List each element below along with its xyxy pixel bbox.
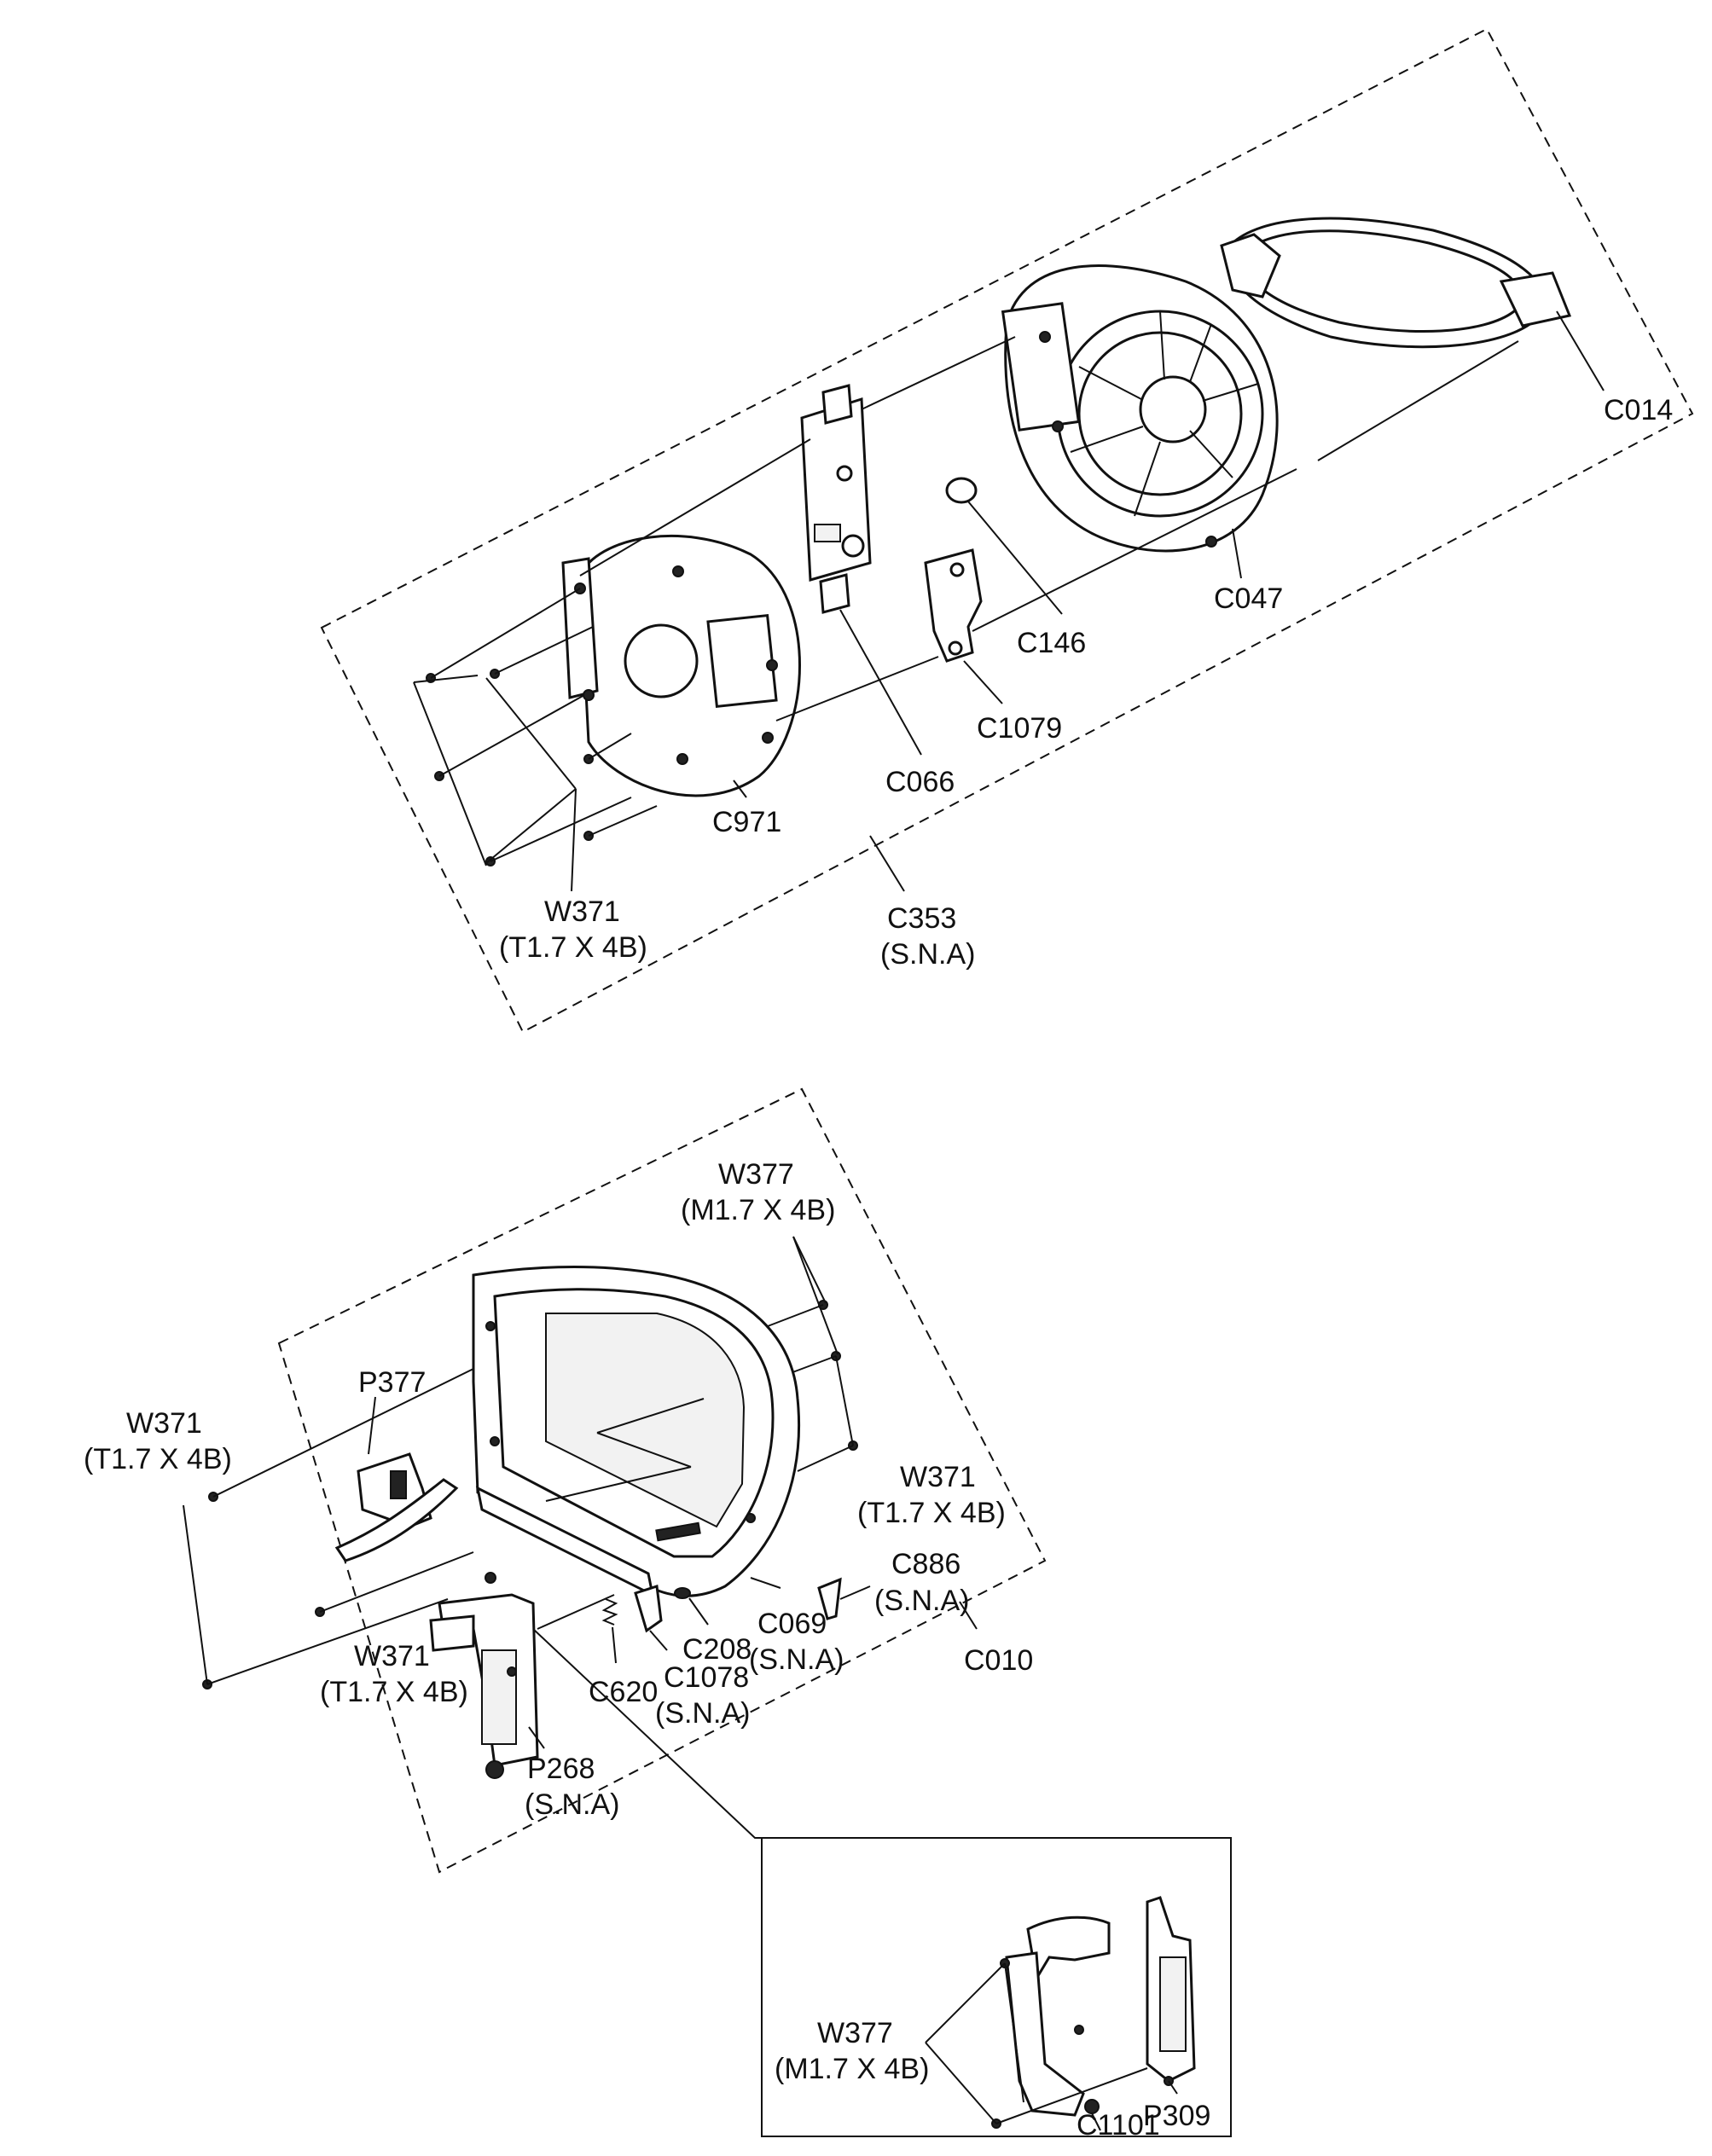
label-w371-bottom-spec: (T1.7 X 4B) bbox=[320, 1676, 468, 1708]
label-c069-spec: (S.N.A) bbox=[749, 1643, 844, 1676]
leader-c1101 bbox=[1091, 2113, 1101, 2131]
leader-c1079 bbox=[963, 660, 1003, 704]
inset-part-c1101 bbox=[1005, 1915, 1111, 2117]
leader-c047 bbox=[1232, 528, 1242, 579]
w371-left-screws bbox=[183, 1368, 474, 1689]
label-c1101: C1101 bbox=[1077, 2109, 1160, 2142]
w377-top-screws bbox=[767, 1236, 858, 1472]
label-w377-inset: W377 bbox=[817, 2017, 893, 2049]
label-w371-top-spec: (T1.7 X 4B) bbox=[499, 931, 647, 964]
label-c886: C886 bbox=[891, 1548, 960, 1580]
part-c971-plate bbox=[561, 534, 801, 797]
label-c010: C010 bbox=[964, 1644, 1033, 1677]
axis-line-top-2 bbox=[861, 336, 1016, 410]
label-c353-spec: (S.N.A) bbox=[880, 938, 975, 971]
axis-line-top-4 bbox=[972, 468, 1297, 632]
label-c971: C971 bbox=[712, 806, 781, 838]
label-w377-top: W377 bbox=[718, 1158, 794, 1191]
leader-c208 bbox=[688, 1597, 709, 1626]
part-c146-knob bbox=[945, 477, 978, 504]
label-c1079: C1079 bbox=[977, 712, 1062, 745]
label-c146: C146 bbox=[1017, 627, 1086, 659]
part-p268-board bbox=[429, 1572, 539, 1779]
leader-c1078 bbox=[649, 1630, 668, 1651]
inset-part-p309 bbox=[1146, 1896, 1196, 2086]
axis-line-bottom-1 bbox=[596, 1398, 705, 1434]
axis-line-top-3 bbox=[775, 656, 939, 722]
part-c886-lever bbox=[817, 1577, 842, 1620]
label-w371-top: W371 bbox=[544, 895, 620, 928]
label-c069: C069 bbox=[757, 1608, 827, 1640]
label-c1078: C1078 bbox=[664, 1661, 749, 1694]
leader-c146 bbox=[967, 501, 1063, 615]
axis-line-bottom-2 bbox=[596, 1432, 692, 1468]
leader-c069 bbox=[750, 1577, 781, 1589]
label-c014: C014 bbox=[1604, 394, 1673, 426]
part-c208 bbox=[674, 1587, 691, 1599]
part-p377-connector bbox=[334, 1452, 459, 1562]
w371-top-screws bbox=[413, 588, 658, 892]
leader-c066 bbox=[839, 609, 922, 756]
axis-line-bottom-3 bbox=[545, 1466, 692, 1502]
c353-dashed-boundary bbox=[320, 27, 1694, 1034]
leader-c971 bbox=[733, 780, 747, 798]
label-p268: P268 bbox=[527, 1753, 595, 1785]
part-c1078-latch bbox=[634, 1585, 663, 1633]
label-p377: P377 bbox=[358, 1366, 426, 1399]
leader-p309 bbox=[1168, 2080, 1178, 2095]
label-w371-right-spec: (T1.7 X 4B) bbox=[857, 1497, 1006, 1529]
leader-c010 bbox=[959, 1601, 978, 1630]
axis-line-top-1 bbox=[579, 438, 811, 577]
label-w377-top-spec: (M1.7 X 4B) bbox=[681, 1194, 835, 1226]
part-housing bbox=[472, 1266, 801, 1597]
label-w371-bottom: W371 bbox=[354, 1640, 430, 1672]
inset-w377-screws bbox=[925, 1958, 1148, 2129]
part-c1079-bracket bbox=[924, 548, 983, 663]
axis-line-top-5 bbox=[1317, 340, 1519, 461]
inset-detail-box bbox=[761, 1837, 1232, 2137]
leader-c886 bbox=[839, 1585, 871, 1600]
label-w371-right: W371 bbox=[900, 1461, 976, 1493]
label-c886-spec: (S.N.A) bbox=[874, 1585, 969, 1617]
leader-c014 bbox=[1556, 310, 1605, 391]
part-c066-bracket bbox=[800, 384, 872, 614]
label-c1078-spec: (S.N.A) bbox=[655, 1697, 750, 1730]
label-w371-left-spec: (T1.7 X 4B) bbox=[84, 1443, 232, 1475]
label-c047: C047 bbox=[1214, 582, 1283, 615]
axis-line-bottom-4 bbox=[537, 1594, 615, 1630]
label-c066: C066 bbox=[885, 766, 955, 798]
c010-dashed-boundary bbox=[277, 1087, 1047, 1874]
part-c620-spring bbox=[601, 1598, 618, 1626]
label-w377-inset-spec: (M1.7 X 4B) bbox=[775, 2053, 929, 2085]
label-c353: C353 bbox=[887, 902, 956, 935]
part-c047-frame bbox=[1001, 264, 1279, 553]
part-c014-strap bbox=[1220, 217, 1572, 349]
leader-c353 bbox=[869, 835, 905, 892]
leader-c620 bbox=[612, 1626, 617, 1664]
label-w371-left: W371 bbox=[126, 1407, 202, 1440]
label-p309: P309 bbox=[1143, 2100, 1210, 2132]
leader-p268 bbox=[528, 1726, 545, 1749]
label-c208: C208 bbox=[682, 1633, 752, 1666]
label-p268-spec: (S.N.A) bbox=[525, 1788, 619, 1821]
leader-p377 bbox=[368, 1396, 376, 1455]
